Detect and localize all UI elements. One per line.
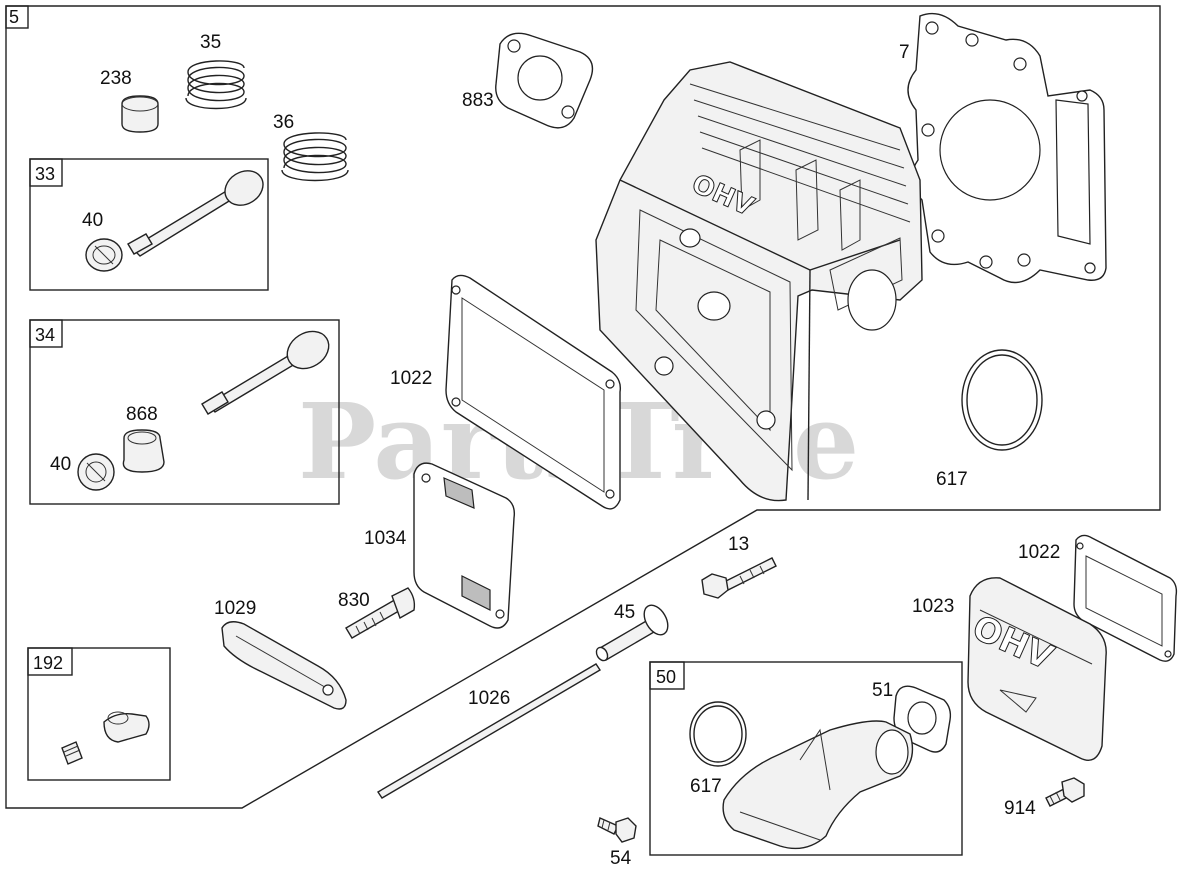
box-number-main: 5 [9,7,19,27]
part-238-valve-cap[interactable] [121,95,159,133]
callout-35: 35 [200,32,221,53]
callout-617-b: 617 [690,776,722,797]
callout-238: 238 [100,68,132,89]
part-1026-push-rod[interactable] [377,663,601,799]
callout-1022-a: 1022 [390,368,432,389]
part-13-head-bolt[interactable] [701,557,777,599]
part-1022-valve-cover-gasket-a[interactable] [445,274,622,510]
callout-54: 54 [610,848,632,869]
box-label-frame-5 [5,5,29,29]
box-label-frame-34 [29,319,63,348]
callout-830: 830 [338,590,370,611]
part-1029-rocker-arm[interactable] [221,621,347,710]
box-number-intake-valve: 34 [35,325,55,345]
box-192 [27,647,171,781]
part-830-rocker-stud[interactable] [345,587,416,639]
part-192-plug[interactable] [61,741,83,765]
part-617-o-ring-small[interactable] [689,701,747,767]
part-45-push-rod-guide[interactable] [594,601,672,662]
callout-1029: 1029 [214,598,256,619]
part-1023-valve-cover[interactable]: OHV [966,577,1107,761]
part-36-valve-spring[interactable] [281,132,349,182]
callout-883: 883 [462,90,494,111]
part-617-o-ring-large[interactable] [961,349,1043,451]
part-192-screw[interactable] [103,711,150,743]
part-914-screw[interactable] [1045,777,1085,807]
part-1022-valve-cover-gasket-b[interactable] [1073,534,1178,662]
box-number-intake-manifold: 50 [656,667,676,687]
callout-1022-b: 1022 [1018,542,1060,563]
cylinder-head[interactable]: OHV [595,61,923,502]
part-40-valve-keeper-a[interactable] [85,238,123,272]
callout-1034: 1034 [364,528,407,549]
assembly-boundary [5,5,1161,809]
intake-valve[interactable] [201,324,336,415]
callout-7: 7 [899,42,910,63]
part-40-valve-keeper-b[interactable] [77,453,115,491]
callout-617-a: 617 [936,469,968,490]
part-1034-breather-plate[interactable] [413,462,516,629]
callout-45: 45 [614,602,635,623]
callout-40-a: 40 [82,210,103,231]
callout-1023: 1023 [912,596,954,617]
box-label-frame-33 [29,158,63,187]
callout-868: 868 [126,404,158,425]
box-label-frame-192 [27,647,73,676]
part-35-valve-spring[interactable] [185,60,247,110]
box-intake-manifold [649,661,963,856]
box-number-exhaust-valve: 33 [35,164,55,184]
box-exhaust-valve [29,158,269,291]
box-intake-valve [29,319,340,505]
part-868-valve-seal[interactable] [122,429,165,473]
callout-51: 51 [872,680,893,701]
intake-manifold[interactable] [722,720,914,850]
callout-40-b: 40 [50,454,71,475]
callout-36: 36 [273,112,294,133]
callout-1026: 1026 [468,688,510,709]
box-label-frame-50 [649,661,685,690]
callout-13: 13 [728,534,749,555]
callout-914: 914 [1004,798,1036,819]
box-number-192: 192 [33,653,63,673]
part-54-screw[interactable] [597,817,637,843]
exhaust-valve[interactable] [127,164,269,257]
part-883-exhaust-gasket[interactable] [495,32,594,129]
part-7-head-gasket[interactable] [907,12,1107,284]
